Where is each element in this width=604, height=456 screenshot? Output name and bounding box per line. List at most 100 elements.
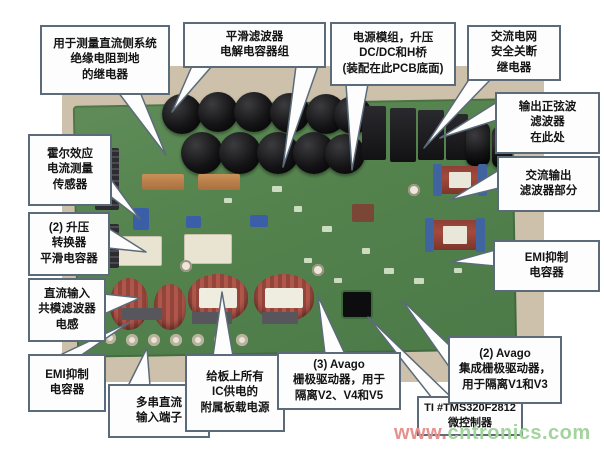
inductor-end — [476, 218, 485, 252]
mounting-hole — [180, 260, 192, 272]
callout-line: EMI抑制 — [45, 368, 89, 381]
callout-line: IC供电的 — [212, 386, 258, 399]
callout-line: 多串直流 — [136, 396, 182, 409]
screw-terminal — [236, 334, 248, 346]
callout-line: DC/DC和H桥 — [359, 47, 427, 60]
smd-part — [294, 206, 302, 212]
inductor-end — [433, 164, 442, 196]
inductor-block — [362, 106, 386, 160]
relay-component — [352, 204, 374, 222]
blue-capacitor — [186, 216, 201, 228]
capacitor — [325, 134, 365, 174]
callout-line: 电源模组，升压 — [352, 32, 434, 45]
callout-line: (2) 升压 — [48, 222, 90, 235]
callout-emi-cap-left: EMI抑制 电容器 — [28, 354, 106, 412]
callout-line: 霍尔效应 — [47, 148, 93, 161]
callout-line: 直流输入 — [44, 288, 90, 301]
callout-line: 继电器 — [496, 61, 532, 74]
callout-gate-drivers-v245: (3) Avago 栅极驱动器，用于 隔离V2、V4和V5 — [277, 352, 401, 410]
callout-onboard-psu: 给板上所有 IC供电的 附属板载电源 — [185, 354, 285, 432]
inductor-label — [443, 226, 467, 244]
callout-line: (装配在此PCB底面) — [342, 62, 444, 75]
callout-ac-output-filter: 交流输出 滤波器部分 — [497, 156, 600, 212]
inductor-label — [449, 171, 471, 189]
callout-line: 给板上所有 — [206, 371, 264, 384]
smd-part — [334, 278, 342, 283]
relay-cover — [184, 234, 232, 264]
callout-line: 集成栅极驱动器， — [459, 363, 551, 376]
microcontroller-chip — [343, 292, 371, 317]
capacitor — [198, 92, 238, 132]
output-filter-inductor — [425, 218, 485, 252]
mounting-hole — [408, 184, 420, 196]
inductor-block — [418, 110, 444, 160]
watermark: www.cntronics.com — [394, 422, 591, 445]
capacitor — [181, 132, 223, 174]
callout-smoothing-caps: 平滑滤波器 电解电容器组 — [183, 22, 326, 68]
smd-part — [224, 198, 232, 203]
callout-boost-caps: (2) 升压 转换器 平滑电容器 — [28, 212, 110, 276]
callout-line: (3) Avago — [313, 359, 365, 372]
callout-line: 栅极驱动器，用于 — [293, 374, 385, 387]
screw-terminal — [170, 334, 182, 346]
screw-terminal — [192, 334, 204, 346]
callout-line: (2) Avago — [479, 348, 531, 361]
copper-pad — [198, 174, 240, 190]
blue-capacitor — [250, 215, 268, 227]
smd-part — [384, 268, 394, 274]
smd-part — [454, 268, 462, 273]
copper-pad — [142, 174, 184, 190]
callout-line: 转换器 — [51, 237, 87, 250]
callout-gate-drivers-v13: (2) Avago 集成栅极驱动器， 用于隔离V1和V3 — [448, 336, 562, 404]
callout-line: 平滑电容器 — [40, 252, 98, 265]
callout-line: 安全关断 — [491, 46, 537, 59]
callout-hall-sensor: 霍尔效应 电流测量 传感器 — [28, 134, 112, 206]
watermark-www: www. — [394, 422, 448, 444]
callout-line: TI #TMS320F2812 — [424, 402, 516, 415]
callout-line: 绝缘电阻到地 — [70, 53, 140, 66]
callout-line: 传感器 — [52, 178, 88, 191]
callout-line: 交流电网 — [491, 31, 537, 44]
callout-line: 交流输出 — [525, 169, 572, 182]
callout-line: 微控制器 — [448, 417, 492, 429]
callout-line: 电流测量 — [47, 163, 93, 176]
toroid-inductor — [154, 284, 186, 330]
capacitor — [219, 132, 261, 174]
callout-ac-grid-relay: 交流电网 安全关断 继电器 — [467, 25, 561, 81]
pcb-photo — [62, 66, 544, 382]
capacitor — [234, 92, 274, 132]
callout-line: 电解电容器组 — [220, 46, 289, 58]
callout-sine-filter: 输出正弦波 滤波器 在此处 — [495, 92, 600, 154]
callout-emi-cap-right: EMI抑制 电容器 — [493, 240, 600, 292]
inductor-block — [390, 108, 416, 162]
screw-terminal — [148, 334, 160, 346]
callout-line: EMI抑制 — [524, 251, 569, 264]
callout-line: 电感 — [55, 318, 79, 331]
connector — [122, 308, 162, 320]
inductor-end — [425, 218, 434, 252]
callout-line: 用于隔离V1和V3 — [462, 378, 548, 391]
callout-line: 滤波器部分 — [519, 185, 578, 197]
callout-dc-cm-inductor: 直流输入 共模滤波器 电感 — [28, 278, 106, 342]
callout-line: 隔离V2、V4和V5 — [294, 389, 384, 402]
mounting-hole — [312, 264, 324, 276]
watermark-domain: cntronics.com — [447, 422, 591, 444]
callout-line: 输出正弦波 — [518, 101, 577, 114]
callout-line: 平滑滤波器 — [225, 30, 284, 43]
callout-insulation-relay: 用于测量直流侧系统 绝缘电阻到地 的继电器 — [40, 25, 170, 95]
smd-part — [414, 278, 424, 284]
callout-line: 在此处 — [530, 131, 565, 144]
screw-terminal — [126, 334, 138, 346]
callout-line: 滤波器 — [530, 116, 565, 129]
smd-part — [322, 226, 332, 232]
callout-line: 输入端子 — [136, 412, 182, 424]
smd-part — [272, 186, 282, 192]
hall-sensor-part — [133, 208, 149, 230]
smd-part — [304, 258, 312, 263]
callout-line: 用于测量直流侧系统 — [53, 38, 157, 51]
toroid-label — [264, 288, 304, 308]
callout-line: 共模滤波器 — [38, 303, 96, 316]
callout-line: 的继电器 — [82, 68, 128, 81]
